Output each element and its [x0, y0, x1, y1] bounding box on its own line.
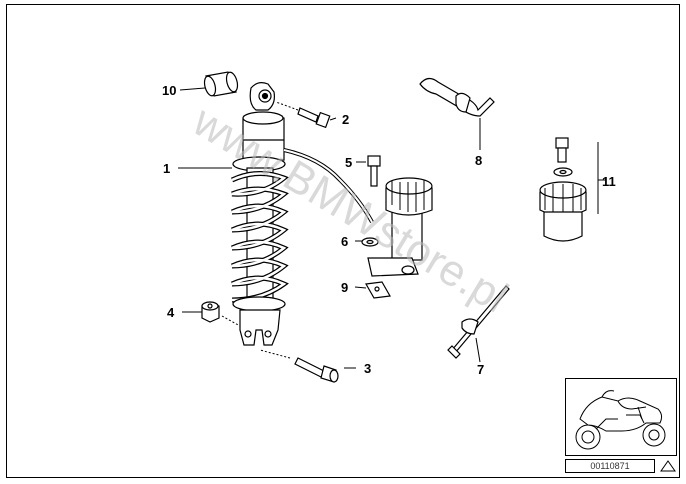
cable-tie-7[interactable] [447, 285, 510, 359]
callout-1: 1 [163, 161, 170, 176]
callout-2: 2 [342, 112, 349, 127]
diagram-frame [6, 4, 680, 478]
callout-3: 3 [364, 361, 371, 376]
callout-9: 9 [341, 280, 348, 295]
preload-adjuster[interactable] [367, 177, 433, 277]
knob-11[interactable] [539, 137, 587, 242]
bolt-2[interactable] [297, 107, 331, 129]
diagram-code: 00110871 [565, 459, 655, 473]
warning-triangle-icon [660, 460, 676, 472]
bush-10[interactable] [203, 71, 240, 97]
callout-5: 5 [345, 155, 352, 170]
shock-absorber[interactable] [230, 82, 374, 346]
leader-lines [178, 87, 606, 369]
callout-11: 11 [602, 174, 616, 189]
callout-4: 4 [167, 305, 175, 320]
nut-4[interactable] [201, 301, 220, 323]
callout-6: 6 [341, 234, 348, 249]
bolt-5[interactable] [367, 155, 381, 187]
callout-8: 8 [475, 153, 482, 168]
washer-6[interactable] [361, 237, 379, 247]
motorcycle-thumbnail [565, 378, 677, 456]
callout-10: 10 [162, 83, 176, 98]
bracket-9[interactable] [365, 281, 391, 299]
clamp-8[interactable] [419, 77, 495, 117]
motorcycle-icon [575, 390, 666, 450]
bolt-3[interactable] [294, 357, 339, 383]
callout-7: 7 [477, 362, 484, 377]
